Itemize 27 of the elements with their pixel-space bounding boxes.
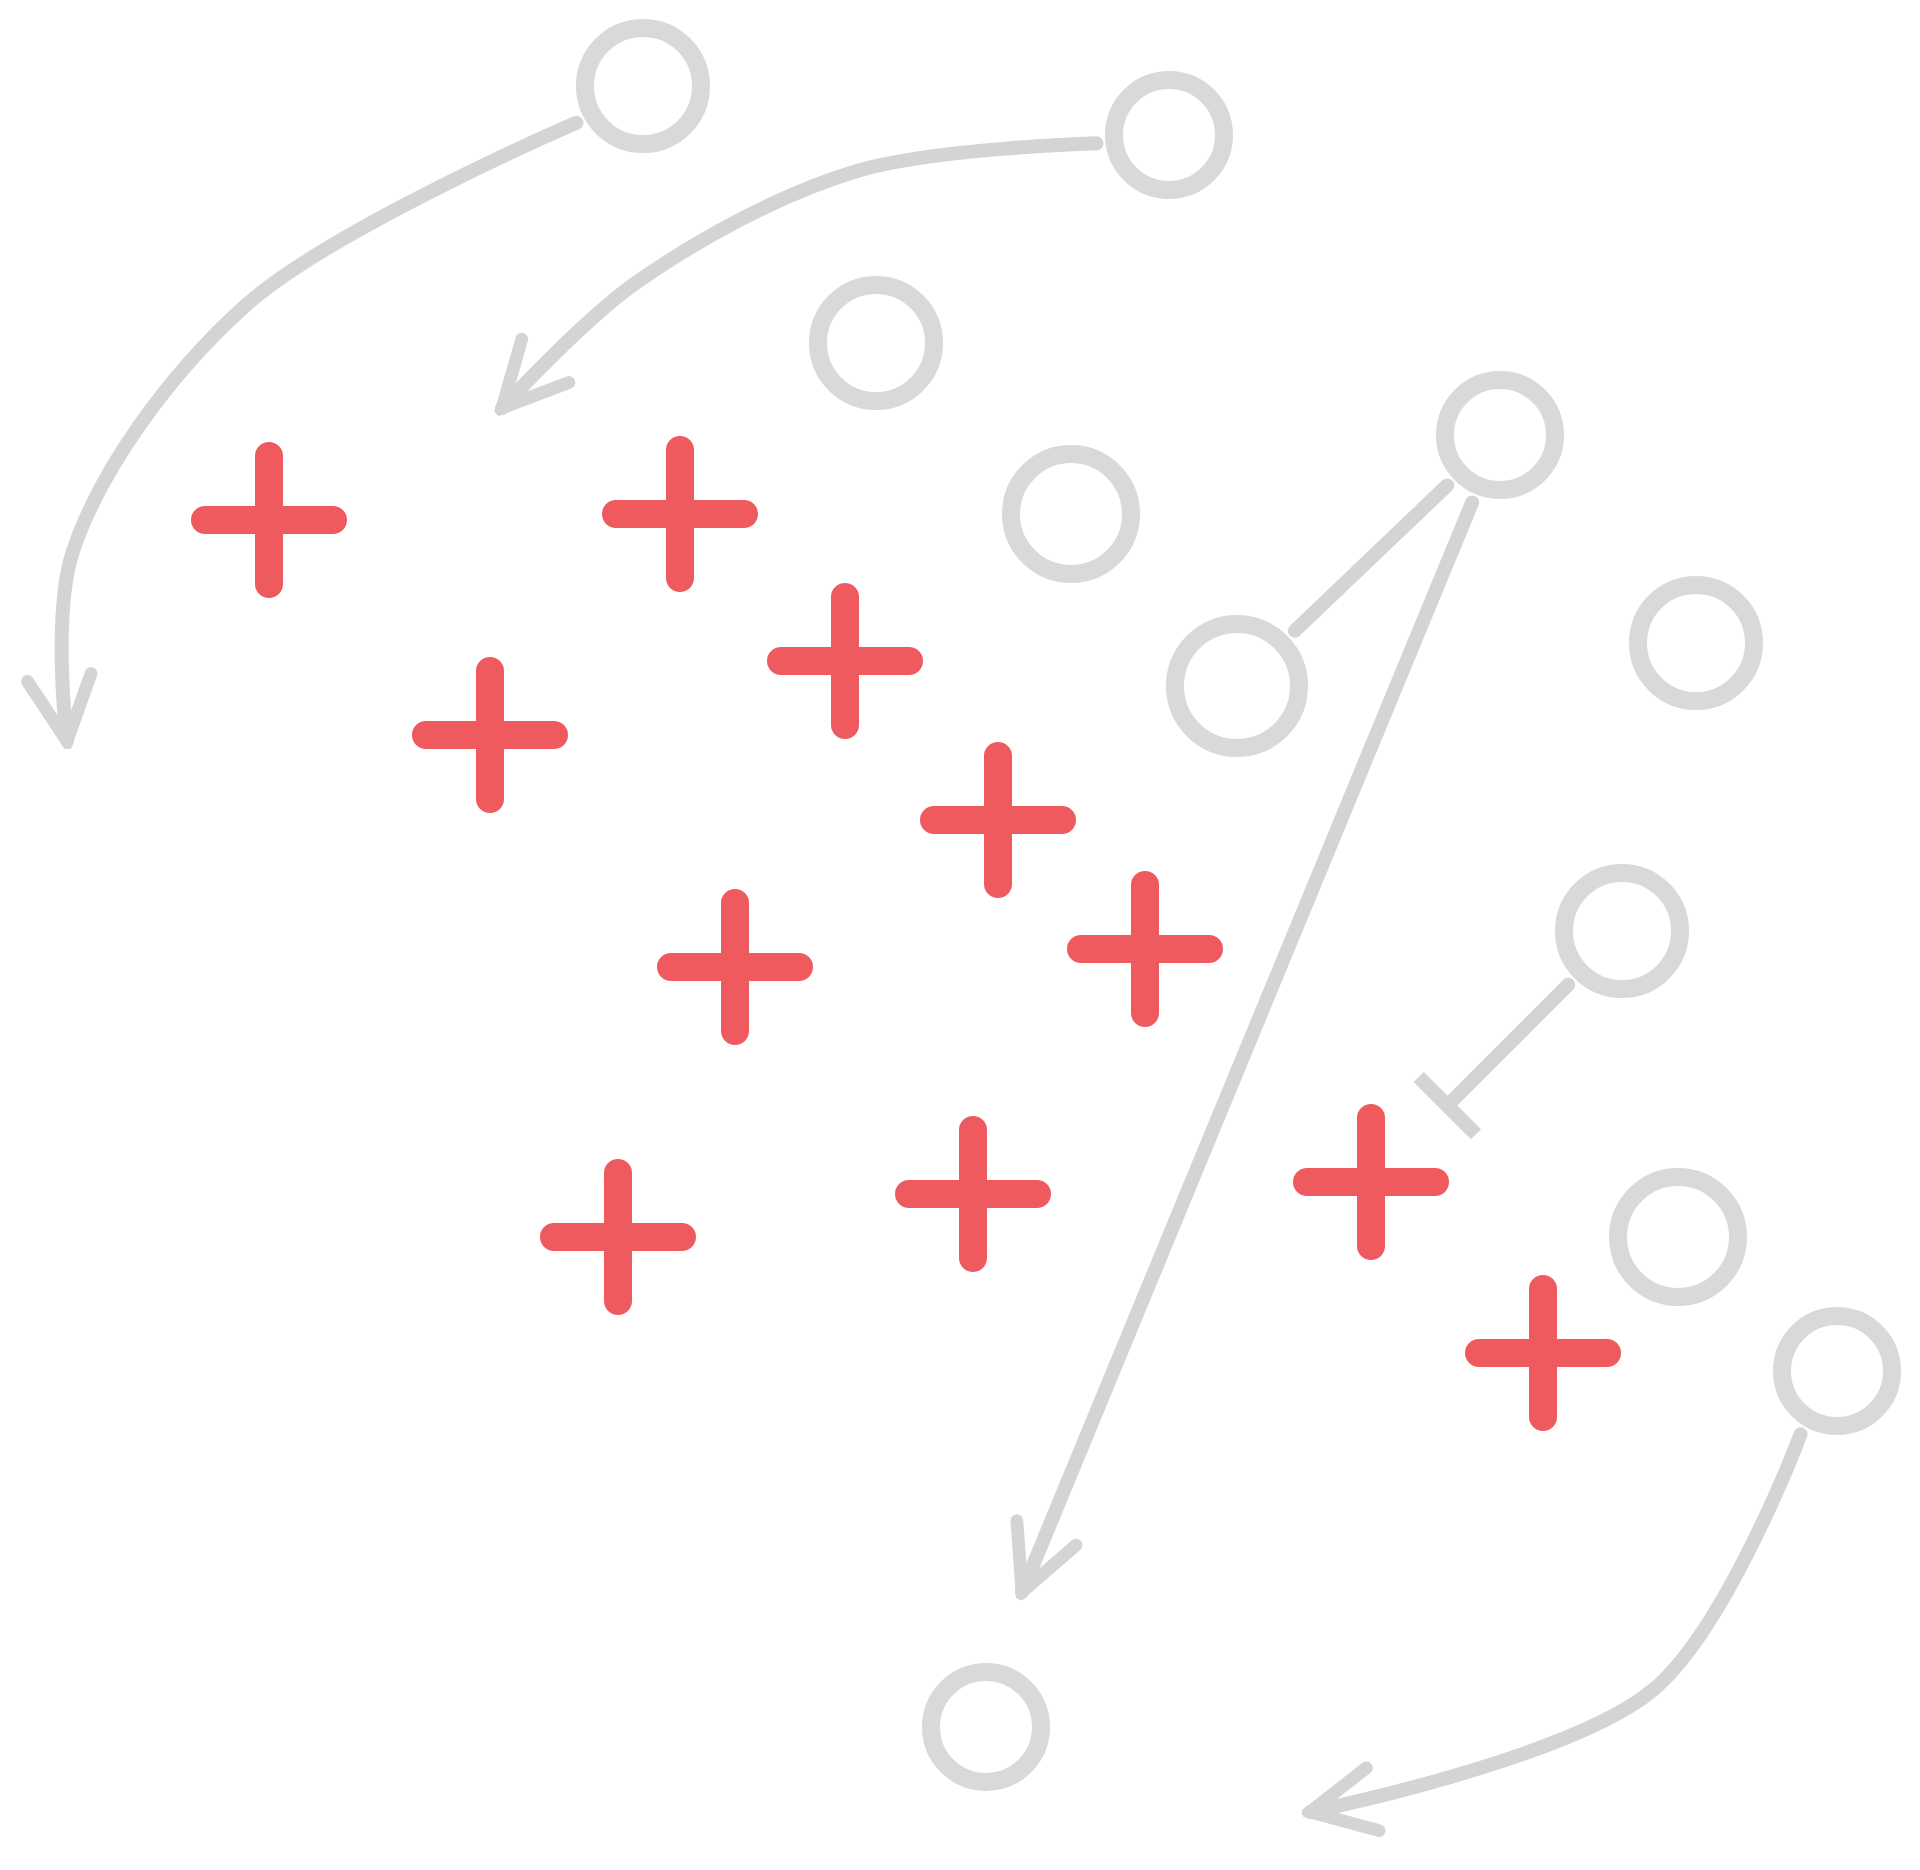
arrow (1010, 495, 1480, 1599)
circle-mark (575, 18, 711, 154)
cross-mark (920, 742, 1076, 898)
arrow (21, 115, 584, 748)
circle-mark (1608, 1167, 1748, 1307)
block-line (1411, 977, 1576, 1142)
circle-mark (1554, 863, 1690, 999)
cross-mark (767, 583, 923, 739)
circle-mark (1104, 70, 1234, 200)
cross-mark (540, 1159, 696, 1315)
cross-mark (412, 657, 568, 813)
circle-mark (1628, 575, 1764, 711)
cross-mark (657, 889, 813, 1045)
cross-mark (191, 442, 347, 598)
cross-mark (895, 1116, 1051, 1272)
circle-mark (1165, 614, 1309, 758)
circle-mark (1772, 1306, 1902, 1436)
cross-mark (1293, 1104, 1449, 1260)
cross-mark (1067, 871, 1223, 1027)
circle-mark (808, 275, 944, 411)
arrow (1303, 1427, 1808, 1837)
circle-mark (921, 1662, 1051, 1792)
circle-mark (1435, 370, 1565, 500)
circle-mark (1001, 444, 1141, 584)
cross-mark (602, 436, 758, 592)
cross-mark (1465, 1275, 1621, 1431)
arrow (495, 136, 1104, 415)
